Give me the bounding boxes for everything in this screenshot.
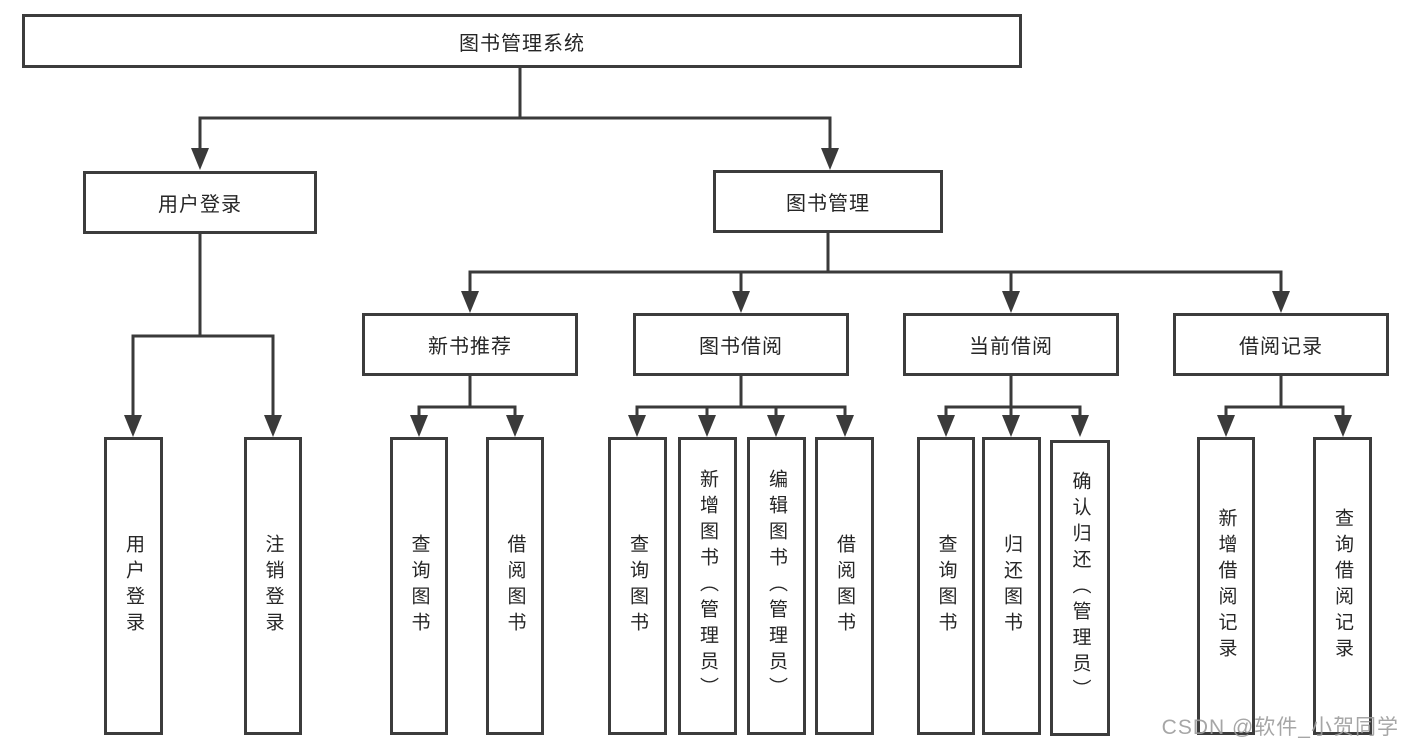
arrow-down-icon <box>1002 415 1020 437</box>
leaf-label: 归还图书 <box>1001 534 1022 638</box>
arrow-down-icon <box>732 291 750 313</box>
leaf-edit-books-admin: 编辑图书（管理员） <box>747 437 806 735</box>
leaf-query-books-recommend: 查询图书 <box>390 437 448 735</box>
leaf-label: 编辑图书（管理员） <box>766 469 787 703</box>
leaf-label: 新增借阅记录 <box>1215 508 1237 664</box>
leaf-logout: 注销登录 <box>244 437 302 735</box>
arrow-down-icon <box>191 148 209 170</box>
leaf-label: 查询图书 <box>935 534 957 638</box>
arrow-down-icon <box>698 415 716 437</box>
leaf-label: 新增图书（管理员） <box>697 469 718 703</box>
arrow-down-icon <box>410 415 428 437</box>
arrow-down-icon <box>1217 415 1235 437</box>
node-root-system: 图书管理系统 <box>22 14 1022 68</box>
node-label: 图书管理系统 <box>459 32 585 55</box>
arrow-down-icon <box>461 291 479 313</box>
leaf-label: 借阅图书 <box>834 534 855 638</box>
arrow-down-icon <box>1272 291 1290 313</box>
leaf-borrow-books-recommend: 借阅图书 <box>486 437 544 735</box>
node-label: 图书借阅 <box>699 336 783 358</box>
arrow-down-icon <box>767 415 785 437</box>
leaf-label: 查询借阅记录 <box>1332 508 1353 664</box>
node-book-borrow: 图书借阅 <box>633 313 849 376</box>
leaf-user-login: 用户登录 <box>104 437 163 735</box>
connector-login-group <box>131 234 275 419</box>
leaf-label: 注销登录 <box>262 534 284 638</box>
node-label: 借阅记录 <box>1239 336 1323 358</box>
arrow-down-icon <box>937 415 955 437</box>
connector-records-group <box>1224 376 1345 419</box>
arrow-down-icon <box>506 415 524 437</box>
leaf-borrow-books: 借阅图书 <box>815 437 874 735</box>
connector-mgmt-to-level3 <box>468 233 1283 295</box>
connector-current-group <box>944 376 1082 419</box>
node-label: 用户登录 <box>158 194 242 216</box>
arrow-down-icon <box>1002 291 1020 313</box>
leaf-label: 借阅图书 <box>504 534 526 638</box>
node-label: 图书管理 <box>786 193 870 215</box>
leaf-return-books: 归还图书 <box>982 437 1041 735</box>
node-borrow-records: 借阅记录 <box>1173 313 1389 376</box>
leaf-query-books-current: 查询图书 <box>917 437 975 735</box>
leaf-label: 用户登录 <box>123 534 144 638</box>
leaf-add-borrow-record: 新增借阅记录 <box>1197 437 1255 735</box>
arrow-down-icon <box>264 415 282 437</box>
connector-borrow-group <box>635 376 847 419</box>
connector-root-to-level2 <box>198 68 832 152</box>
leaf-label: 查询图书 <box>627 534 648 638</box>
node-label: 新书推荐 <box>428 336 512 358</box>
node-current-borrow: 当前借阅 <box>903 313 1119 376</box>
node-book-management: 图书管理 <box>713 170 943 233</box>
leaf-label: 确认归还（管理员） <box>1069 471 1091 705</box>
arrow-down-icon <box>836 415 854 437</box>
csdn-watermark: CSDN @软件_小贺同学 <box>1161 716 1399 739</box>
leaf-confirm-return-admin: 确认归还（管理员） <box>1050 440 1110 736</box>
connector-newbook-group <box>417 376 517 419</box>
node-new-book-recommend: 新书推荐 <box>362 313 578 376</box>
leaf-query-borrow-record: 查询借阅记录 <box>1313 437 1372 735</box>
arrow-down-icon <box>628 415 646 437</box>
arrow-down-icon <box>1334 415 1352 437</box>
leaf-label: 查询图书 <box>408 534 430 638</box>
node-label: 当前借阅 <box>969 336 1053 358</box>
node-user-login: 用户登录 <box>83 171 317 234</box>
leaf-query-books-borrow: 查询图书 <box>608 437 667 735</box>
arrow-down-icon <box>1071 415 1089 437</box>
arrow-down-icon <box>821 148 839 170</box>
leaf-add-books-admin: 新增图书（管理员） <box>678 437 737 735</box>
arrow-down-icon <box>124 415 142 437</box>
